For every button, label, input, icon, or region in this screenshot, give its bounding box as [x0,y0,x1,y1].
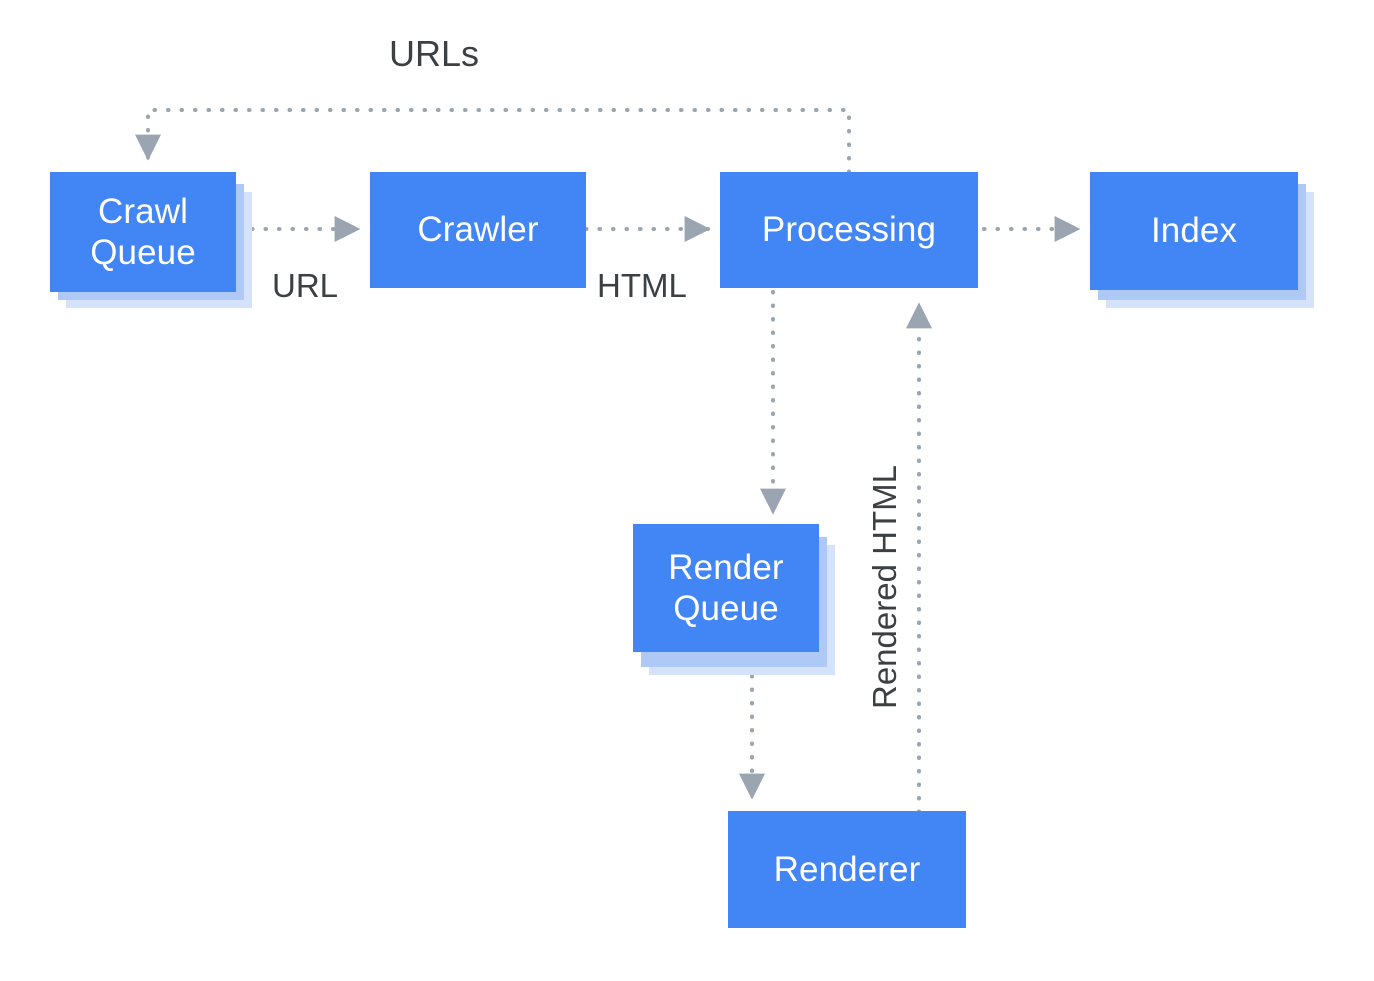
edge-label-url: URL [272,267,339,304]
node-index[interactable]: Index [1090,172,1298,290]
node-crawl-queue[interactable]: Crawl Queue [50,172,236,292]
node-crawler[interactable]: Crawler [370,172,586,288]
node-renderer[interactable]: Renderer [728,811,966,928]
edge-label-rendered-html: Rendered HTML [866,465,903,709]
edge-processing-to-crawl-queue [135,108,851,174]
node-renderer-label: Renderer [773,849,921,889]
edge-label-html: HTML [597,267,687,304]
node-render-queue[interactable]: Render Queue [633,524,819,652]
node-index-label: Index [1150,211,1238,251]
node-processing[interactable]: Processing [720,172,978,288]
node-crawl-queue-label: Crawl Queue [90,191,196,272]
node-processing-label: Processing [761,210,937,250]
node-crawler-label: Crawler [417,210,539,250]
edge-label-urls: URLs [389,33,480,74]
node-render-queue-label: Render Queue [668,547,784,628]
